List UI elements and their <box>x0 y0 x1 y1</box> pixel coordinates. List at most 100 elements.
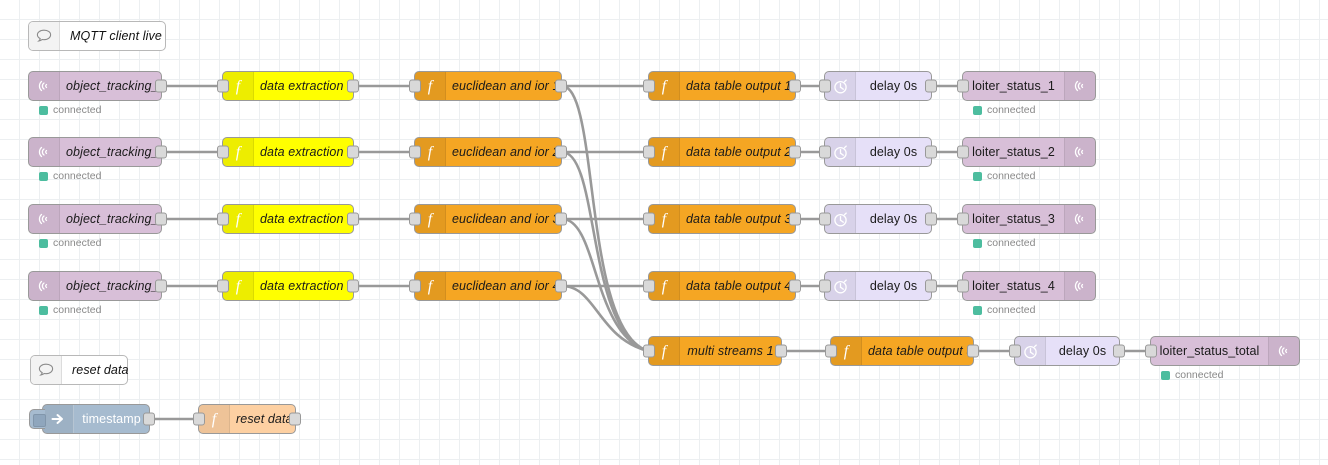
output-port[interactable] <box>555 145 567 159</box>
inject-trigger-button[interactable] <box>29 409 46 429</box>
function-label: reset data <box>236 412 293 426</box>
function-node-data-table-output-3[interactable]: f data table output 3 <box>643 204 801 234</box>
function-node-euclidean-2[interactable]: f euclidean and ior 2 <box>409 137 567 167</box>
delay-label: delay 0s <box>1058 344 1107 358</box>
output-port[interactable] <box>555 212 567 226</box>
output-port[interactable] <box>155 145 167 159</box>
antenna-icon <box>1064 272 1095 300</box>
function-node-multi-streams-1[interactable]: f multi streams 1 <box>643 336 787 366</box>
input-port[interactable] <box>819 279 831 293</box>
delay-node-1[interactable]: delay 0s <box>819 71 937 101</box>
input-port[interactable] <box>217 212 229 226</box>
mqtt-in-node-3[interactable]: object_tracking_3 connected <box>28 204 167 249</box>
output-port[interactable] <box>789 279 801 293</box>
output-port[interactable] <box>789 79 801 93</box>
input-port[interactable] <box>409 279 421 293</box>
mqtt-out-node-2[interactable]: loiter_status_2 connected <box>957 137 1096 182</box>
status-dot <box>39 105 48 115</box>
input-port[interactable] <box>643 279 655 293</box>
comment-label: MQTT client live <box>70 29 162 43</box>
input-port[interactable] <box>193 412 205 426</box>
input-port[interactable] <box>643 344 655 358</box>
output-port[interactable] <box>555 79 567 93</box>
output-port[interactable] <box>555 279 567 293</box>
output-port[interactable] <box>1113 344 1125 358</box>
function-node-euclidean-4[interactable]: f euclidean and ior 4 <box>409 271 567 301</box>
antenna-icon <box>29 205 60 233</box>
mqtt-out-node-1[interactable]: loiter_status_1 connected <box>957 71 1096 116</box>
output-port[interactable] <box>143 412 155 426</box>
input-port[interactable] <box>409 212 421 226</box>
delay-node-4[interactable]: delay 0s <box>819 271 937 301</box>
input-port[interactable] <box>825 344 837 358</box>
mqtt-in-node-1[interactable]: object_tracking_1 connected <box>28 71 167 116</box>
function-node-data-table-output-5[interactable]: f data table output 5 <box>825 336 979 366</box>
svg-text:f: f <box>662 144 669 161</box>
mqtt-out-node-total[interactable]: loiter_status_total connected <box>1145 336 1300 381</box>
output-port[interactable] <box>925 279 937 293</box>
output-port[interactable] <box>925 212 937 226</box>
output-port[interactable] <box>775 344 787 358</box>
input-port[interactable] <box>957 212 969 226</box>
output-port[interactable] <box>155 212 167 226</box>
input-port[interactable] <box>957 145 969 159</box>
mqtt-in-node-2[interactable]: object_tracking_2 connected <box>28 137 167 182</box>
delay-node-3[interactable]: delay 0s <box>819 204 937 234</box>
output-port[interactable] <box>347 79 359 93</box>
input-port[interactable] <box>819 212 831 226</box>
function-node-data-extraction-2[interactable]: f data extraction 2 <box>217 137 359 167</box>
function-node-data-extraction-4[interactable]: f data extraction 4 <box>217 271 359 301</box>
output-port[interactable] <box>789 145 801 159</box>
output-port[interactable] <box>289 412 301 426</box>
output-port[interactable] <box>347 145 359 159</box>
svg-text:f: f <box>428 78 435 95</box>
input-port[interactable] <box>819 79 831 93</box>
output-port[interactable] <box>967 344 979 358</box>
input-port[interactable] <box>217 79 229 93</box>
mqtt-in-node-4[interactable]: object_tracking_4 connected <box>28 271 167 316</box>
svg-text:f: f <box>236 278 243 295</box>
function-node-data-table-output-2[interactable]: f data table output 2 <box>643 137 801 167</box>
function-node-euclidean-3[interactable]: f euclidean and ior 3 <box>409 204 567 234</box>
function-label: euclidean and ior 3 <box>452 212 560 226</box>
mqtt-out-node-3[interactable]: loiter_status_3 connected <box>957 204 1096 249</box>
output-port[interactable] <box>789 212 801 226</box>
input-port[interactable] <box>409 79 421 93</box>
comment-node-reset-data[interactable]: reset data <box>30 355 128 385</box>
mqtt-out-node-4[interactable]: loiter_status_4 connected <box>957 271 1096 316</box>
svg-text:f: f <box>662 278 669 295</box>
output-port[interactable] <box>925 79 937 93</box>
input-port[interactable] <box>957 79 969 93</box>
input-port[interactable] <box>819 145 831 159</box>
function-node-data-table-output-4[interactable]: f data table output 4 <box>643 271 801 301</box>
function-node-data-extraction-1[interactable]: f data extraction 1 <box>217 71 359 101</box>
output-port[interactable] <box>155 279 167 293</box>
function-node-euclidean-1[interactable]: f euclidean and ior 1 <box>409 71 567 101</box>
input-port[interactable] <box>217 279 229 293</box>
comment-node-mqtt-client-live[interactable]: MQTT client live <box>28 21 166 51</box>
output-port[interactable] <box>155 79 167 93</box>
function-label: multi streams 1 <box>687 344 774 358</box>
delay-node-2[interactable]: delay 0s <box>819 137 937 167</box>
input-port[interactable] <box>1009 344 1021 358</box>
input-port[interactable] <box>643 79 655 93</box>
input-port[interactable] <box>1145 344 1157 358</box>
delay-label: delay 0s <box>869 279 918 293</box>
function-node-data-table-output-1[interactable]: f data table output 1 <box>643 71 801 101</box>
output-port[interactable] <box>347 279 359 293</box>
input-port[interactable] <box>643 212 655 226</box>
input-port[interactable] <box>643 145 655 159</box>
delay-node-total[interactable]: delay 0s <box>1009 336 1125 366</box>
function-node-data-extraction-3[interactable]: f data extraction 3 <box>217 204 359 234</box>
status-dot <box>1161 370 1170 380</box>
input-port[interactable] <box>217 145 229 159</box>
output-port[interactable] <box>925 145 937 159</box>
input-port[interactable] <box>957 279 969 293</box>
function-label: euclidean and ior 2 <box>452 145 560 159</box>
function-node-reset-data[interactable]: f reset data <box>193 404 301 434</box>
mqtt-out-label-3: loiter_status_3 <box>972 212 1055 226</box>
output-port[interactable] <box>347 212 359 226</box>
inject-node-timestamp[interactable]: timestamp <box>29 404 155 434</box>
input-port[interactable] <box>409 145 421 159</box>
